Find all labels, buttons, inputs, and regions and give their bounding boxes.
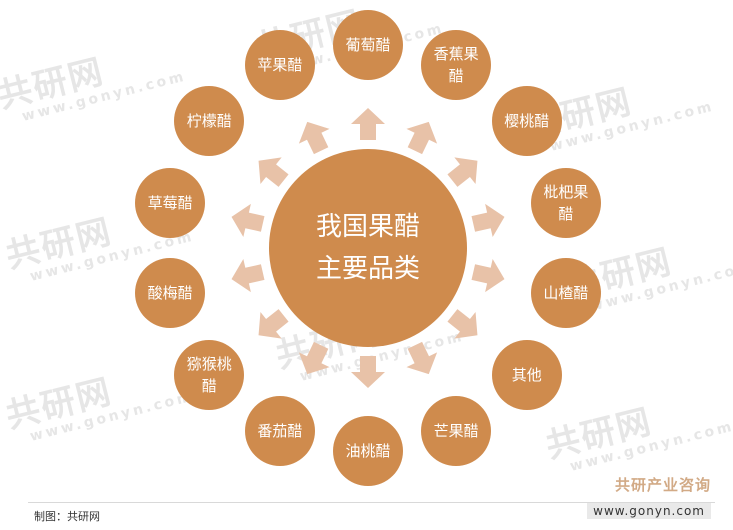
category-item: 猕猴桃醋 — [174, 339, 245, 410]
category-label: 葡萄醋 — [345, 36, 391, 54]
arrow-icon — [258, 309, 289, 339]
category-item: 枇杷果醋 — [530, 167, 601, 238]
center-title-line2: 主要品类 — [315, 254, 420, 284]
arrow-icon — [447, 157, 478, 187]
category-label: 柠檬醋 — [186, 112, 232, 131]
center-circle: 我国果醋 主要品类 — [269, 149, 467, 347]
arrow-icon — [231, 203, 265, 237]
category-item: 番茄醋 — [244, 395, 315, 466]
arrow-icon — [471, 259, 505, 293]
category-item: 葡萄醋 — [333, 10, 403, 80]
category-label: 猕猴桃醋 — [186, 354, 232, 395]
arrow-icon — [351, 108, 385, 140]
category-item: 樱桃醋 — [491, 86, 562, 157]
category-label: 枇杷果醋 — [543, 182, 589, 223]
category-item: 其他 — [491, 339, 562, 410]
brand-block: 共研产业咨询 www.gonyn.com — [587, 474, 711, 519]
arrow-icon — [471, 203, 505, 237]
category-item: 酸梅醋 — [135, 258, 206, 329]
category-item: 柠檬醋 — [174, 86, 245, 157]
category-item: 苹果醋 — [244, 30, 315, 101]
source-note: 制图：共研网 — [34, 510, 100, 523]
category-item: 香蕉果醋 — [421, 30, 492, 101]
arrow-icon — [298, 341, 330, 375]
category-label: 香蕉果醋 — [433, 45, 479, 86]
category-item: 芒果醋 — [421, 395, 492, 466]
category-item: 油桃醋 — [333, 416, 403, 486]
arrow-icon — [351, 356, 385, 388]
category-label: 酸梅醋 — [147, 284, 193, 303]
arrow-icon — [406, 121, 438, 155]
arrow-icon — [447, 309, 478, 339]
category-label: 山楂醋 — [543, 284, 589, 303]
arrow-icon — [231, 259, 265, 293]
footer-divider — [28, 502, 715, 503]
brand-url: www.gonyn.com — [587, 503, 711, 519]
arrow-icon — [298, 121, 330, 155]
brand-name: 共研产业咨询 — [614, 476, 711, 494]
category-label: 其他 — [511, 365, 542, 384]
category-label: 番茄醋 — [257, 421, 303, 440]
category-item: 草莓醋 — [135, 167, 206, 238]
category-label: 苹果醋 — [257, 56, 303, 75]
category-label: 草莓醋 — [147, 193, 193, 212]
center-title-line1: 我国果醋 — [315, 212, 420, 242]
category-label: 油桃醋 — [345, 442, 391, 460]
arrow-icon — [406, 341, 438, 375]
category-label: 芒果醋 — [433, 421, 479, 440]
arrow-icon — [258, 157, 289, 187]
category-label: 樱桃醋 — [504, 112, 550, 131]
category-item: 山楂醋 — [530, 258, 601, 329]
